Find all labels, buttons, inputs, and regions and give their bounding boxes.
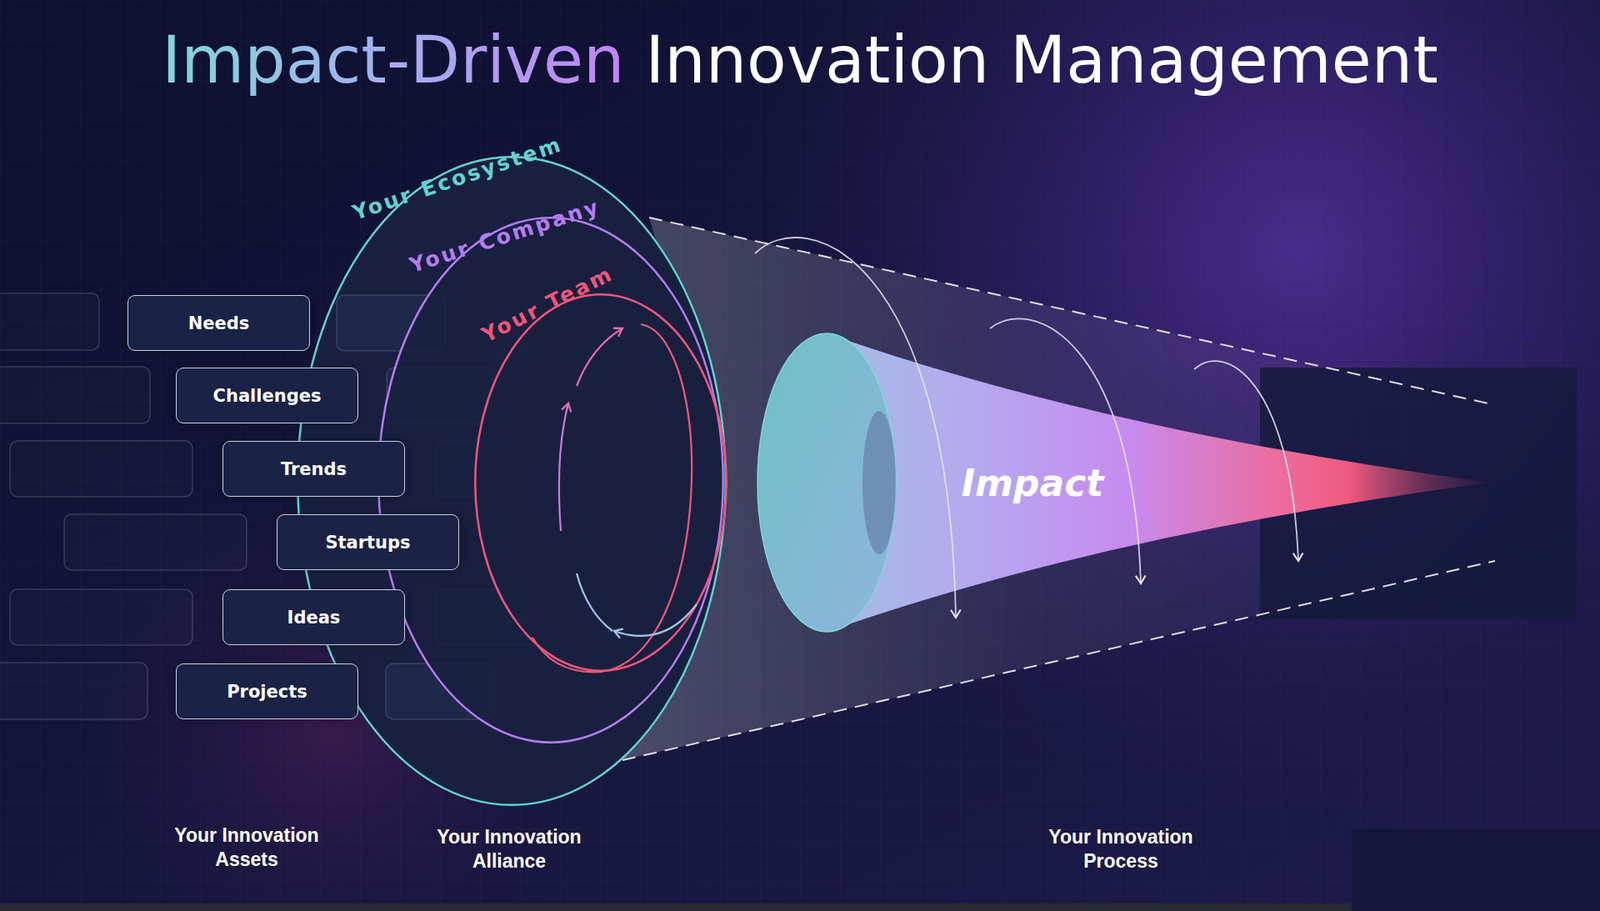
cone-shape <box>757 333 1495 634</box>
ellipse-outline <box>475 294 727 671</box>
cycle-arc <box>532 324 692 672</box>
section-label: Your Innovation Alliance <box>409 825 610 874</box>
asset-label: Ideas <box>287 607 341 628</box>
asset-label: Challenges <box>213 385 322 406</box>
section-label: Your Innovation Process <box>1020 825 1221 874</box>
asset-label: Startups <box>325 532 410 553</box>
funnel-dashed-line <box>649 217 1492 405</box>
impact-label: Impact <box>961 461 1105 505</box>
team-fill <box>474 293 728 672</box>
asset-box: Needs <box>127 295 310 351</box>
rotation-arrow <box>755 237 956 618</box>
scope-ellipse: Your Team <box>474 293 728 672</box>
rotation-arrow <box>990 318 1141 584</box>
impact-cone: Impact <box>757 333 1495 634</box>
ellipse-outline <box>297 156 726 805</box>
asset-box: Trends <box>222 440 405 497</box>
cycle-arrow <box>559 403 569 531</box>
cycle-arc <box>576 573 613 631</box>
corner-panel <box>1351 829 1600 911</box>
ghost-box <box>0 293 100 350</box>
title-row: Impact-Driven Innovation Management <box>0 25 1600 97</box>
ghost-box <box>10 440 193 497</box>
asset-label: Trends <box>280 459 347 480</box>
asset-label: Needs <box>188 313 250 334</box>
ghost-box <box>0 366 150 424</box>
scope-ellipse: Your CompanyYour Team <box>377 216 725 744</box>
cone-hollow <box>862 410 896 555</box>
asset-box: Ideas <box>222 589 405 645</box>
cone-face <box>757 333 896 632</box>
cycle-arrow <box>614 604 697 636</box>
bottom-bar <box>0 903 1352 911</box>
funnel-dashed-line <box>622 560 1495 760</box>
rotation-arrow <box>1194 360 1299 561</box>
ghost-box <box>64 514 247 570</box>
ghost-box <box>0 662 148 720</box>
scope-label: Your Company <box>406 194 604 278</box>
scope-label: Your Team <box>477 260 617 347</box>
asset-box: Startups <box>276 514 460 570</box>
section-label: Your Innovation Assets <box>146 823 347 872</box>
title: Impact-Driven Innovation Management <box>161 25 1439 97</box>
funnel-glow <box>622 217 1495 760</box>
cone-body <box>826 333 1490 632</box>
ghost-box <box>10 589 193 645</box>
cycle-arrow <box>576 328 623 386</box>
asset-box: Projects <box>175 663 359 720</box>
ellipse-outline <box>378 217 724 743</box>
asset-box: Challenges <box>175 367 359 424</box>
asset-label: Projects <box>226 681 308 702</box>
ellipse-outline <box>474 293 728 672</box>
